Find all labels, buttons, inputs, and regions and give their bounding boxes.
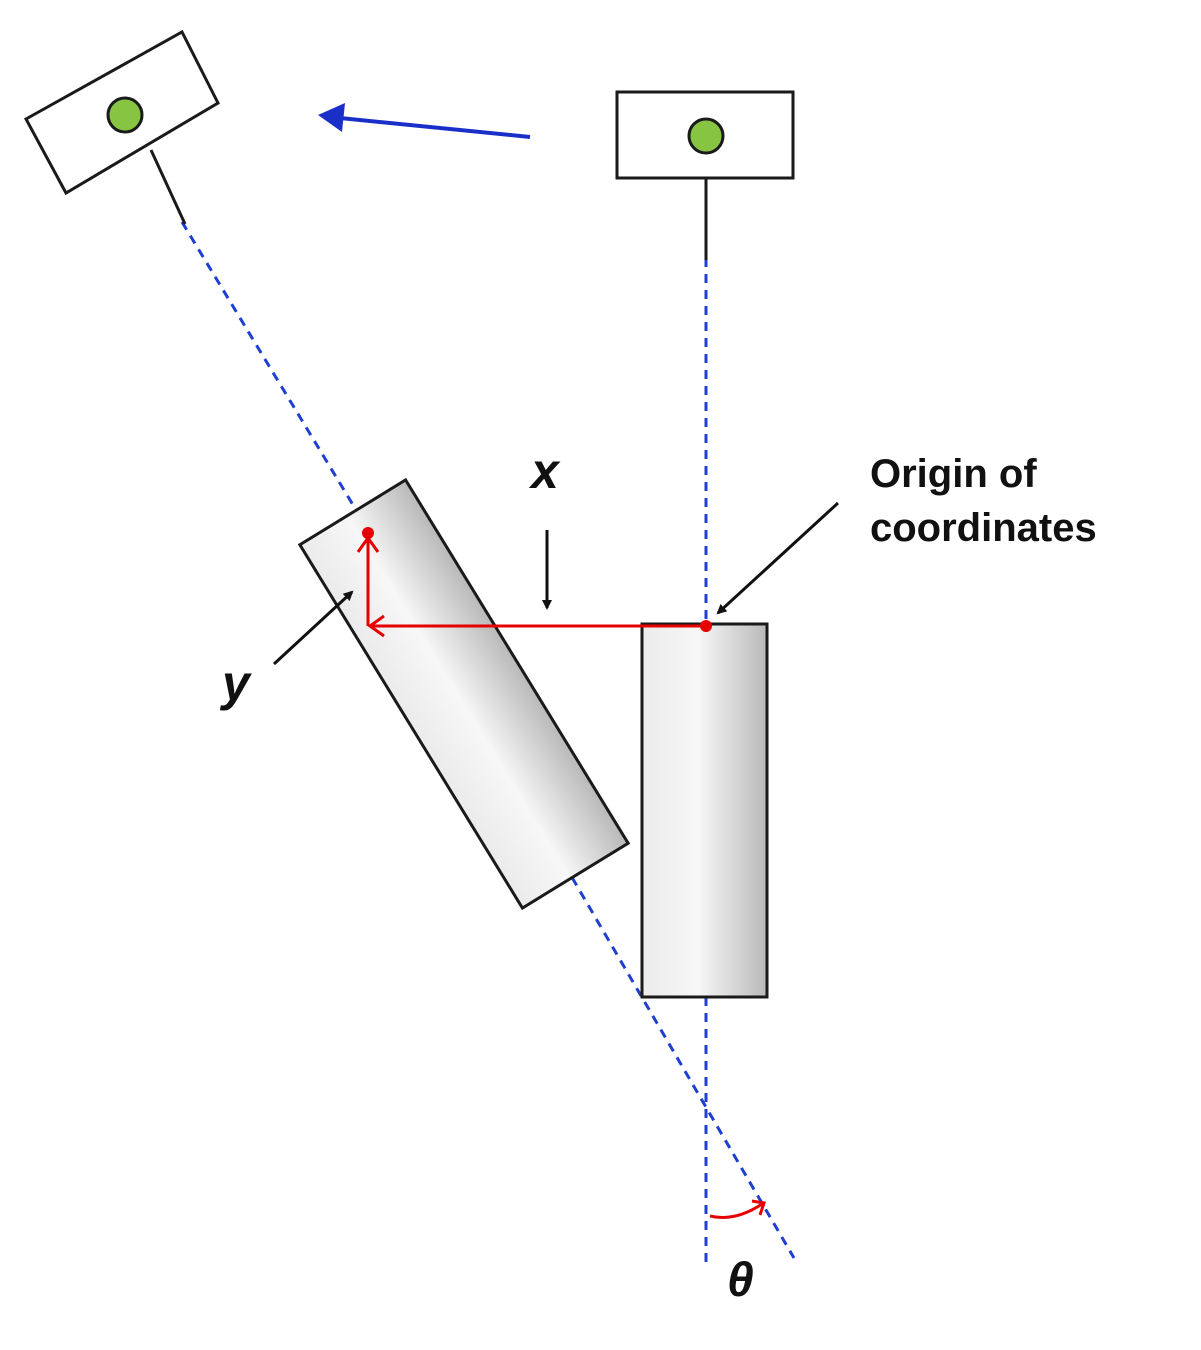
reference-led-dot [687,117,725,155]
theta-angle-marker [709,1199,766,1219]
movement-arrowhead [318,103,345,132]
origin-pointer-arrow [716,501,840,615]
rotated-led-dot [106,96,144,134]
rotated-origin-point [362,527,374,539]
pointer-arrows [272,501,840,666]
rotated-bar [297,477,631,911]
y-pointer-arrow [272,590,354,666]
reference-sensor [615,90,795,260]
coordinate-arrows [356,527,712,638]
origin-label-line2: coordinates [870,506,1097,550]
x-label: x [528,443,561,499]
origin-label-line1: Origin of [870,452,1037,496]
rotated-sensor-stem [149,149,187,225]
theta-arrowhead [751,1199,766,1216]
theta-arc [709,1202,763,1219]
tilted-guide-line [180,221,372,534]
rotated-sensor [23,29,220,225]
x-offset-arrowhead [367,614,385,638]
y-label: y [219,655,252,711]
reference-bar [640,622,769,999]
movement-arrow [318,103,531,139]
theta-label: θ [727,1254,754,1307]
origin-point [700,620,712,632]
guide-lines [180,221,796,1262]
